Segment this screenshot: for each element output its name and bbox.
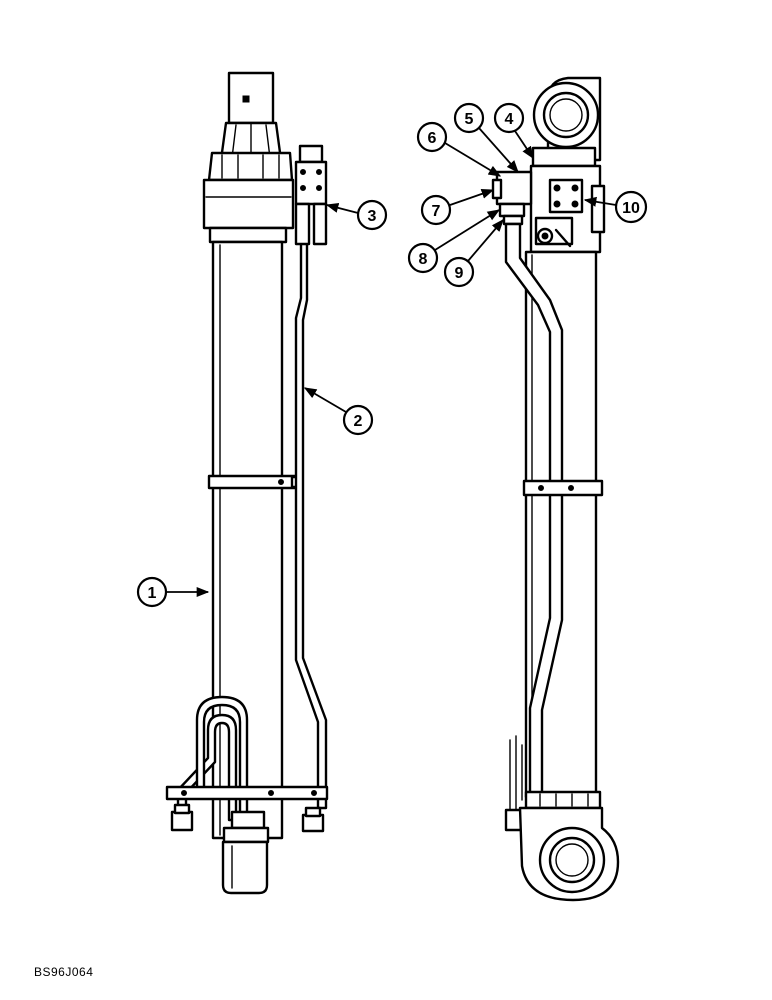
rod-eye-top [532,76,602,162]
callout-5-label: 5 [465,111,474,128]
callout-1-label: 1 [148,585,157,602]
right-cylinder-assembly [491,76,620,902]
callout-3-label: 3 [368,208,377,225]
lower-clamp-bar [165,785,329,801]
drawing-code: BS96J064 [34,965,94,979]
fitting-stack [491,170,533,226]
callout-3: 3 [325,199,388,231]
callout-4: 4 [493,102,534,160]
callout-8-label: 8 [419,251,428,268]
callout-7-label: 7 [432,203,441,220]
right-valve-block [534,178,584,248]
gland-nut [202,151,295,244]
callout-5: 5 [453,102,519,173]
rod-end-top [219,71,283,162]
left-cylinder-assembly [165,71,329,895]
callout-9: 9 [443,219,504,288]
barrel-clamp [207,474,304,490]
base-end-mount [221,810,270,895]
callout-10: 10 [583,190,648,224]
right-barrel-clamp [522,479,604,497]
callout-2: 2 [303,387,374,436]
callout-10-label: 10 [622,200,640,217]
callout-4-label: 4 [505,111,514,128]
callout-1: 1 [136,576,210,608]
callout-7: 7 [420,188,495,226]
hydraulic-tube [294,220,328,810]
callout-6-label: 6 [428,130,437,147]
callout-2-label: 2 [354,413,363,430]
valve-block [294,144,328,246]
callout-8: 8 [407,209,501,274]
callout-9-label: 9 [455,265,464,282]
callout-6: 6 [416,121,502,177]
